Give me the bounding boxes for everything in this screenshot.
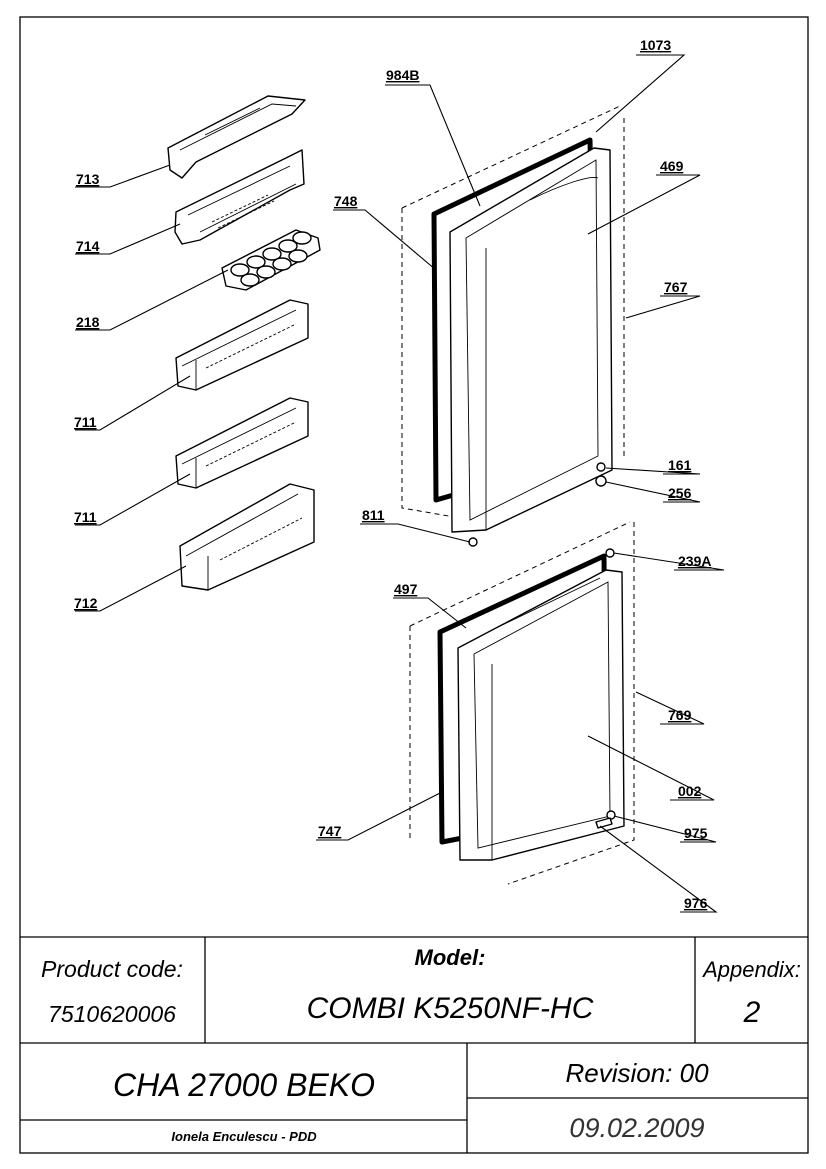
- lower-door-drawing: [409, 521, 635, 885]
- part-label-256: 256: [668, 485, 692, 501]
- revision-date: 09.02.2009: [569, 1113, 704, 1143]
- model-value: COMBI K5250NF-HC: [307, 992, 594, 1025]
- drawing-frame: [19, 16, 809, 1154]
- part-label-748: 748: [334, 193, 358, 209]
- product-code-value: 7510620006: [48, 1001, 176, 1027]
- bottle-shelf-drawing: [179, 483, 315, 591]
- part-label-002: 002: [678, 783, 702, 799]
- upper-door-drawing: [401, 105, 625, 533]
- part-labels: 713 714 218 711 711 712 984B 1073 469 74…: [74, 37, 711, 911]
- title-block: Product code: 7510620006 Model: COMBI K5…: [20, 937, 808, 1153]
- appendix-value: 2: [743, 996, 761, 1029]
- product-code-label: Product code:: [41, 956, 183, 982]
- leader-lines: [75, 54, 725, 913]
- revision: Revision: 00: [565, 1058, 709, 1088]
- door-shelf-upper-drawing: [175, 299, 309, 391]
- part-label-767: 767: [664, 279, 688, 295]
- part-label-469: 469: [660, 158, 684, 174]
- part-label-747: 747: [318, 823, 342, 839]
- shelf-cover-drawing: [167, 95, 306, 179]
- part-label-161: 161: [668, 457, 692, 473]
- part-label-712: 712: [74, 595, 98, 611]
- door-shelf-lower-drawing: [175, 397, 309, 489]
- part-label-714: 714: [76, 238, 100, 254]
- part-label-497: 497: [394, 581, 418, 597]
- part-label-769: 769: [668, 707, 692, 723]
- part-label-218: 218: [76, 314, 100, 330]
- cha-code: CHA 27000 BEKO: [113, 1067, 375, 1103]
- part-label-984B: 984B: [386, 67, 419, 83]
- part-label-713: 713: [76, 171, 100, 187]
- appendix-label: Appendix:: [701, 957, 801, 982]
- model-label: Model:: [415, 945, 486, 970]
- part-label-975: 975: [684, 825, 708, 841]
- part-label-711-upper: 711: [74, 414, 97, 430]
- part-label-976: 976: [684, 895, 708, 911]
- egg-tray-drawing: [174, 149, 305, 245]
- part-label-811: 811: [362, 507, 385, 523]
- part-label-711-lower: 711: [74, 509, 97, 525]
- part-label-239A: 239A: [678, 553, 711, 569]
- hinge-parts-drawing: [468, 462, 616, 829]
- egg-holder-drawing: [221, 229, 321, 291]
- part-label-1073: 1073: [640, 37, 671, 53]
- author: Ionela Enculescu - PDD: [171, 1129, 317, 1144]
